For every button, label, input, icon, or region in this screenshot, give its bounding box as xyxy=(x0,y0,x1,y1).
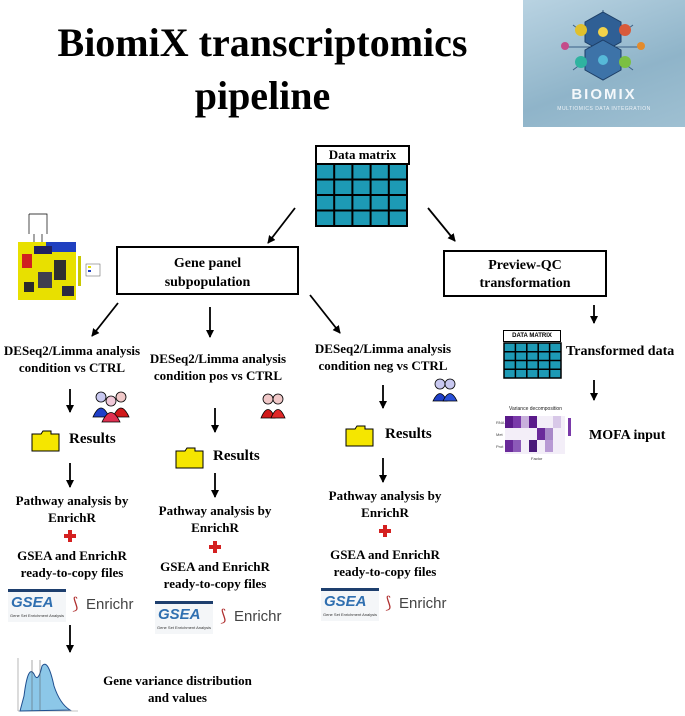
data-matrix: Data matrix xyxy=(315,145,410,227)
branch3-results-label: Results xyxy=(385,426,432,442)
page-title-line1: BiomiX transcriptomics xyxy=(57,20,468,65)
dna-icon: ⟆ xyxy=(72,596,79,613)
branch2-results: Results xyxy=(175,446,285,470)
people-pos-icon-branch2 xyxy=(260,393,286,419)
arrow-gene-panel-to-branch1 xyxy=(91,302,119,337)
enrichr-logo-name: Enrichr xyxy=(399,595,447,612)
branch2-results-label: Results xyxy=(213,448,260,464)
preview-qc-line1: Preview-QC xyxy=(488,258,562,273)
branch2-analysis-line1: DESeq2/Limma analysis xyxy=(149,351,287,366)
heatmap-thumbnail xyxy=(14,212,114,304)
gsea-logo-subtitle: Gene Set Enrichment Analysis xyxy=(10,613,65,618)
plus-icon-branch3 xyxy=(379,525,391,537)
people-neg-icon-branch3 xyxy=(432,378,458,402)
gene-panel-line2: subpopulation xyxy=(164,275,251,290)
biomix-logo-subtitle: MULTIOMICS DATA INTEGRATION xyxy=(557,106,651,112)
branch1-results: Results xyxy=(31,429,141,453)
variance-label: Gene variance distribution and values xyxy=(95,672,260,706)
plus-icon-branch2 xyxy=(209,541,221,553)
branch3-results: Results xyxy=(345,424,455,448)
dna-icon: ⟆ xyxy=(220,608,227,625)
gsea-logo-branch3: GSEA Gene Set Enrichment Analysis xyxy=(321,588,379,621)
enrichr-logo-branch3: ⟆ Enrichr xyxy=(385,593,455,615)
variance-line1: Gene variance distribution xyxy=(103,673,252,688)
biomix-logo: BIOMIX MULTIOMICS DATA INTEGRATION xyxy=(523,0,685,127)
enrichr-logo-branch2: ⟆ Enrichr xyxy=(220,606,290,628)
gsea-logo-name: GSEA xyxy=(158,606,201,623)
variance-plot-xlabel: Factor xyxy=(531,456,543,461)
branch2-analysis-line2: condition pos vs CTRL xyxy=(153,368,283,383)
branch3-analysis-line1: DESeq2/Limma analysis xyxy=(314,341,452,356)
enrichr-logo-branch1: ⟆ Enrichr xyxy=(72,594,142,616)
branch3-gsea: GSEA and EnrichR ready-to-copy files xyxy=(315,546,455,580)
folder-icon xyxy=(175,447,204,469)
branch1-results-label: Results xyxy=(69,431,116,447)
variance-line2: and values xyxy=(148,690,207,705)
data-matrix-grid xyxy=(315,163,408,227)
branch2-gsea-line1: GSEA and EnrichR xyxy=(160,559,270,574)
branch1-analysis-line2: condition vs CTRL xyxy=(18,360,126,375)
dna-icon: ⟆ xyxy=(385,595,392,612)
svg-text:RNA: RNA xyxy=(496,420,505,425)
branch2-pathway-line2: EnrichR xyxy=(191,520,239,535)
branch3-analysis: DESeq2/Limma analysis condition neg vs C… xyxy=(308,340,458,374)
branch1-pathway-line1: Pathway analysis by xyxy=(15,493,129,508)
plus-icon-branch1 xyxy=(64,530,76,542)
transformed-matrix-grid xyxy=(503,342,562,379)
branch2-pathway-line1: Pathway analysis by xyxy=(158,503,272,518)
svg-text:Prot: Prot xyxy=(496,444,504,449)
arrow-matrix-to-preview-qc xyxy=(427,207,456,242)
gsea-logo-branch2: GSEA Gene Set Enrichment Analysis xyxy=(155,601,213,634)
data-matrix-label: Data matrix xyxy=(315,145,410,165)
enrichr-logo-name: Enrichr xyxy=(234,608,282,625)
folder-icon xyxy=(31,430,60,452)
biomix-logo-graphic xyxy=(561,10,645,81)
people-group-icon-branch1 xyxy=(92,391,130,423)
branch3-pathway: Pathway analysis by EnrichR xyxy=(315,487,455,521)
mofa-input-label: MOFA input xyxy=(589,428,666,443)
branch1-gsea-line1: GSEA and EnrichR xyxy=(17,548,127,563)
branch3-gsea-line1: GSEA and EnrichR xyxy=(330,547,440,562)
gene-panel-line1: Gene panel xyxy=(173,256,242,271)
branch3-analysis-line2: condition neg vs CTRL xyxy=(318,358,448,373)
branch3-pathway-line2: EnrichR xyxy=(361,505,409,520)
transformed-data-label: Transformed data xyxy=(566,344,675,359)
branch2-gsea: GSEA and EnrichR ready-to-copy files xyxy=(145,558,285,592)
gsea-logo-name: GSEA xyxy=(11,594,54,611)
preview-qc-box: Preview-QC transformation xyxy=(443,250,607,297)
arrow-gene-panel-to-branch3 xyxy=(309,294,341,334)
folder-icon xyxy=(345,425,374,447)
density-plot-thumbnail xyxy=(10,656,80,716)
branch3-gsea-line2: ready-to-copy files xyxy=(333,564,437,579)
branch1-pathway: Pathway analysis by EnrichR xyxy=(2,492,142,526)
biomix-logo-name: BIOMIX xyxy=(571,86,637,103)
enrichr-logo-name: Enrichr xyxy=(86,596,134,613)
branch1-gsea: GSEA and EnrichR ready-to-copy files xyxy=(2,547,142,581)
branch1-analysis: DESeq2/Limma analysis condition vs CTRL xyxy=(2,342,142,376)
preview-qc-line2: transformation xyxy=(479,276,571,291)
gsea-logo-subtitle: Gene Set Enrichment Analysis xyxy=(323,612,378,617)
svg-text:Met: Met xyxy=(496,432,504,437)
branch1-gsea-line2: ready-to-copy files xyxy=(20,565,124,580)
branch1-pathway-line2: EnrichR xyxy=(48,510,96,525)
transformed-matrix: DATA MATRIX xyxy=(503,330,563,380)
variance-plot-title: Variance decomposition xyxy=(509,406,562,412)
gsea-logo-name: GSEA xyxy=(324,593,367,610)
transformed-matrix-label: DATA MATRIX xyxy=(503,330,561,342)
branch2-analysis: DESeq2/Limma analysis condition pos vs C… xyxy=(143,350,293,384)
arrow-matrix-to-gene-panel xyxy=(267,207,296,244)
page-title-line2: pipeline xyxy=(194,73,331,118)
branch3-pathway-line1: Pathway analysis by xyxy=(328,488,442,503)
gsea-logo-branch1: GSEA Gene Set Enrichment Analysis xyxy=(8,589,66,622)
branch2-gsea-line2: ready-to-copy files xyxy=(163,576,267,591)
branch2-pathway: Pathway analysis by EnrichR xyxy=(145,502,285,536)
branch1-analysis-line1: DESeq2/Limma analysis xyxy=(3,343,141,358)
gene-panel-box: Gene panel subpopulation xyxy=(116,246,299,295)
gsea-logo-subtitle: Gene Set Enrichment Analysis xyxy=(157,625,212,630)
